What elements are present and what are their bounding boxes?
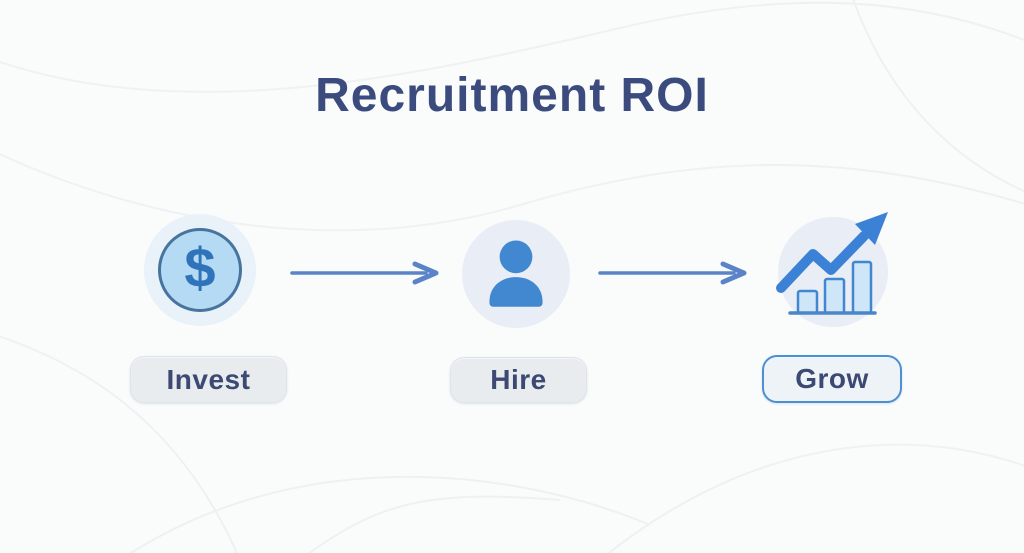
right-arrow-icon xyxy=(598,261,747,285)
hire-label-text: Hire xyxy=(490,364,547,395)
dollar-coin-icon: $ xyxy=(158,228,242,312)
page-title: Recruitment ROI xyxy=(315,69,709,122)
hire-label: Hire xyxy=(450,357,587,403)
growth-chart-icon xyxy=(776,212,888,315)
invest-label: Invest xyxy=(130,356,287,403)
grow-label: Grow xyxy=(762,355,902,403)
person-icon xyxy=(489,240,543,307)
right-arrow-icon xyxy=(290,261,439,285)
dollar-sign-icon: $ xyxy=(184,236,216,299)
hire-node xyxy=(462,220,570,328)
invest-node: $ xyxy=(144,214,256,326)
invest-label-text: Invest xyxy=(166,363,251,395)
grow-label-text: Grow xyxy=(795,363,869,394)
